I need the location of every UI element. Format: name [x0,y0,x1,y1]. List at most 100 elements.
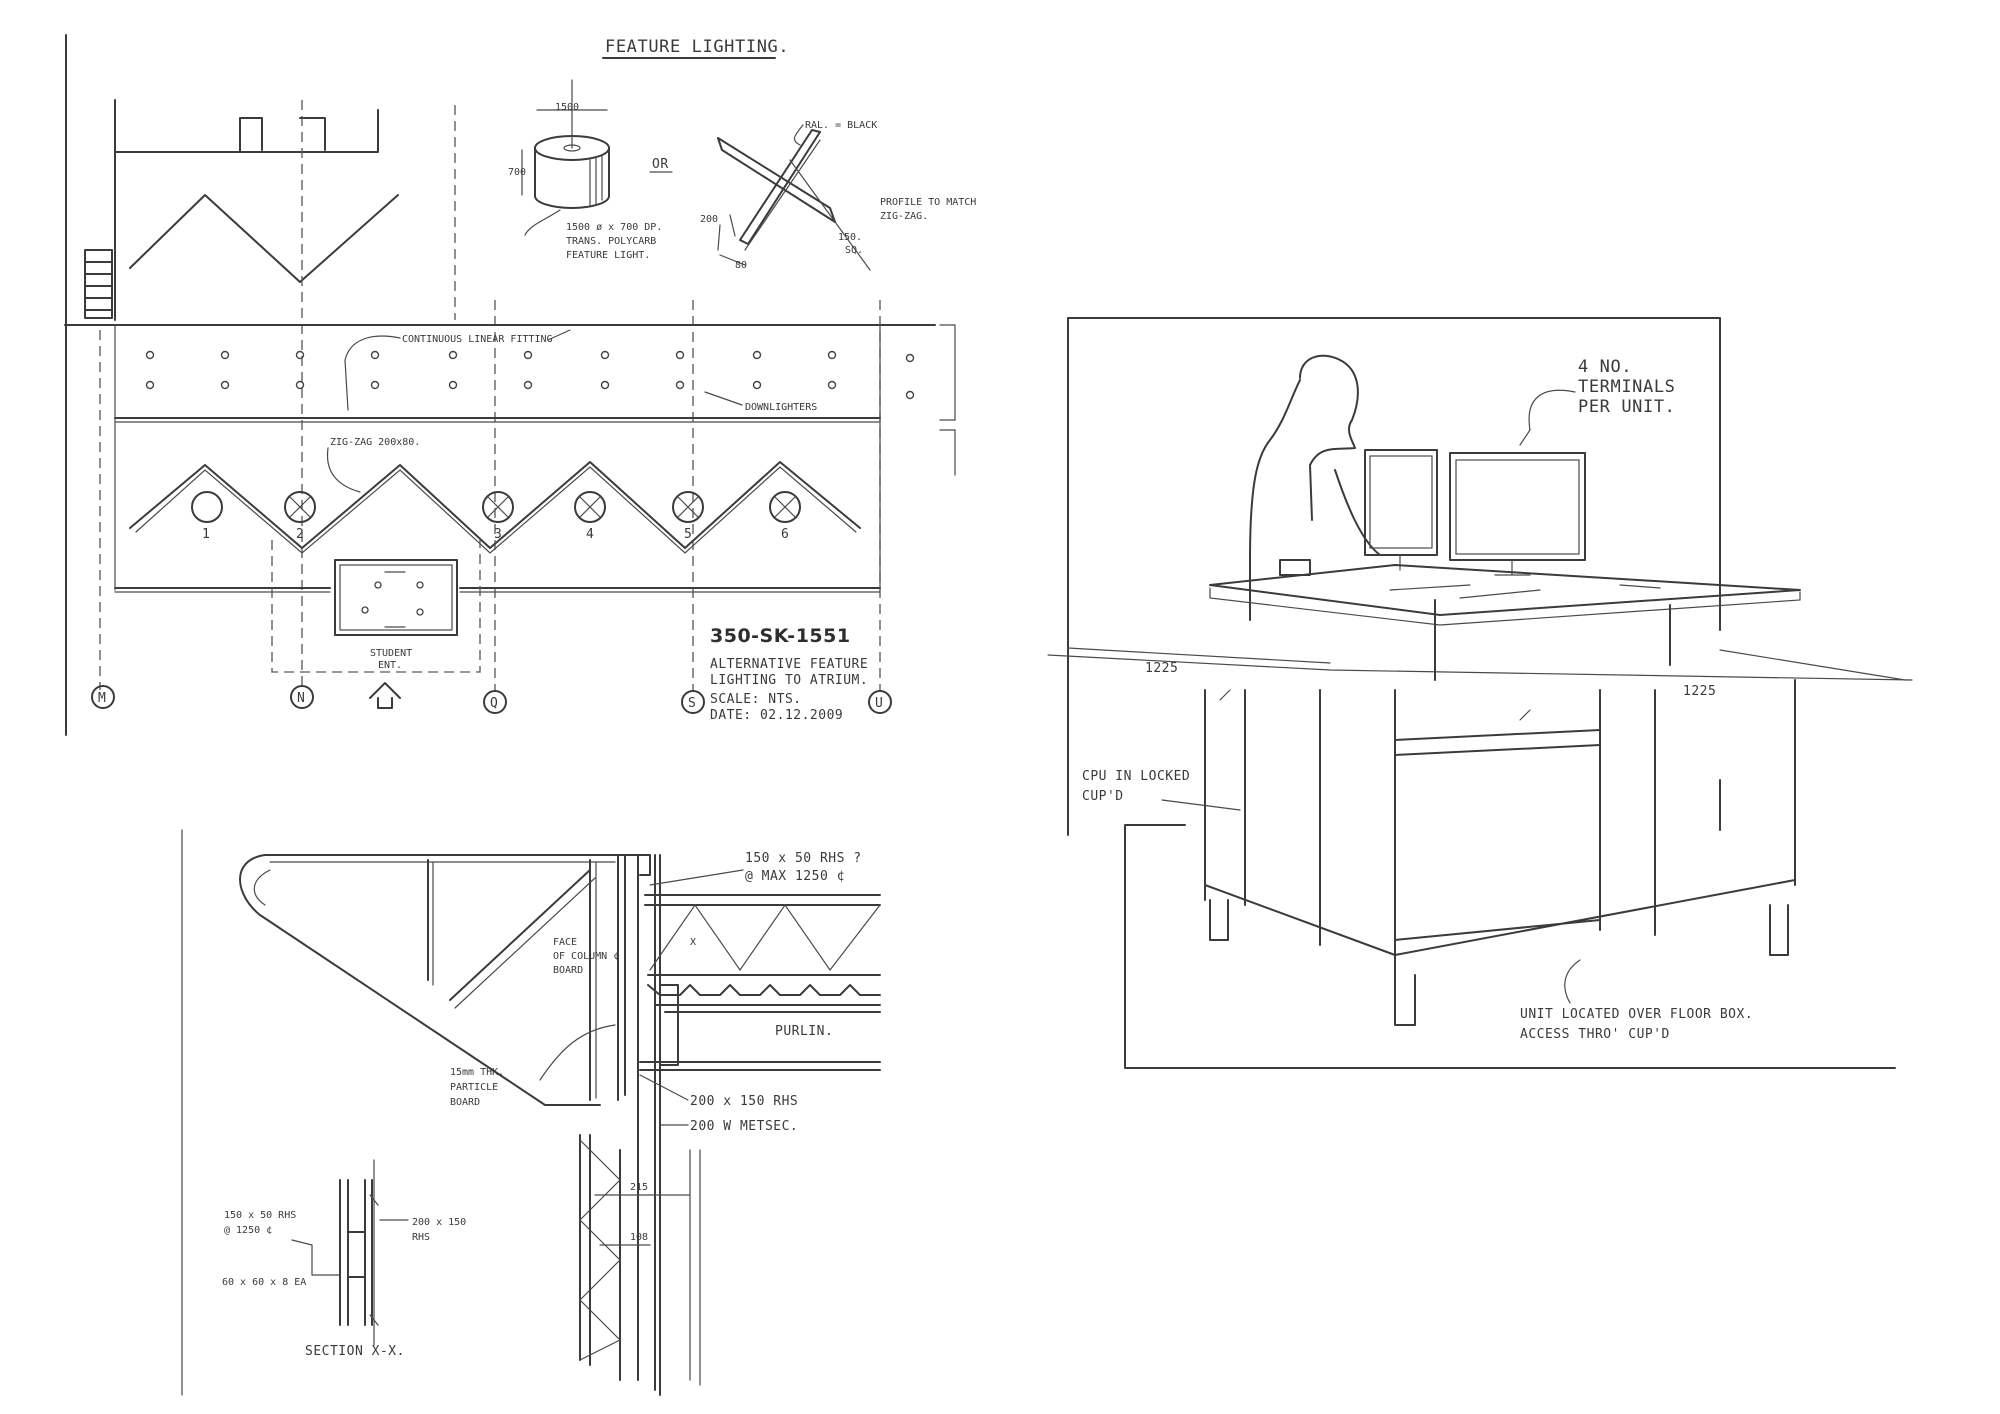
wall-lines [689,1149,701,1386]
section-xx-angle [347,1231,366,1278]
unit-note-1: UNIT LOCATED OVER FLOOR BOX. [1520,1007,1753,1022]
section-xx-leader-l [291,1239,341,1276]
downlighters-leader [704,391,743,406]
entry-arrows [384,571,406,628]
description-line-2: LIGHTING TO ATRIUM. [710,673,868,688]
particle-note-2: PARTICLE [450,1082,498,1093]
cylinder-note-1: 1500 ø x 700 DP. [566,222,662,233]
floor-frame [1124,824,1896,1069]
rhs-member [659,984,679,1066]
right-marks [939,324,956,476]
lower-zigzag-inner [135,466,857,554]
wall-frame [1067,317,1721,836]
terminals-leader [1519,389,1576,446]
entry-arrow-icon [369,682,401,709]
drawing-number: 350-SK-1551 [710,625,851,647]
light-number-1: 1 [202,527,210,542]
truss-members [427,859,591,1101]
entry-lobby [334,559,458,636]
cylinder-note-3: FEATURE LIGHT. [566,250,650,261]
terminals-note-1: 4 NO. [1578,357,1632,377]
column-lines [617,854,661,1396]
metsec-note: 200 W METSEC. [690,1119,798,1134]
roof-sheeting [647,974,881,996]
cabinet-feet [1209,899,1789,1026]
monitor-right-screen [1455,459,1580,555]
scale-label: SCALE: NTS. [710,692,802,707]
rhs-top-leader [649,869,744,886]
terminals-note-2: TERMINALS [1578,377,1676,397]
profile-note-2: ZIG-ZAG. [880,211,928,222]
unit-leader [1564,959,1581,1004]
grid-label-u: U [875,696,883,711]
light-number-3: 3 [494,527,502,542]
section-xx-centerline [369,1159,379,1346]
particle-leader [539,1024,616,1081]
light-number-2: 2 [296,527,304,542]
grid-label-s: S [688,696,696,711]
ral-label: RAL. = BLACK [805,120,877,131]
truss-members-inner [432,861,597,1099]
cylinder-leader [524,209,561,236]
rhs-top-note-1: 150 x 50 RHS ? [745,851,862,866]
cpu-note-1: CPU IN LOCKED [1082,769,1190,784]
roof-deck [644,894,881,906]
light-number-6: 6 [781,527,789,542]
section-xx-note-4: RHS [412,1232,430,1243]
purlin-label: PURLIN. [775,1024,833,1039]
lattice [579,1139,622,1361]
cylinder-dim-top: 1500 [555,102,579,113]
cylinder-note-2: TRANS. POLYCARB [566,236,656,247]
dim-108: 108 [630,1232,648,1243]
cross-dim-80: 80 [735,260,747,271]
section-xx-title: SECTION X-X. [305,1344,405,1359]
perspective-lines [1047,647,1913,681]
continuous-leader [344,335,401,411]
monitor-left [1364,449,1438,556]
canopy-outline [239,854,621,1106]
lower-zigzag [129,461,861,549]
zigzag-callout: ZIG-ZAG 200x80. [330,437,420,448]
dim-ticks [1219,689,1531,721]
cylinder-dim-side: 700 [508,167,526,178]
grid-label-n: N [297,691,305,706]
person-arm [1334,469,1381,556]
mug-icon [1279,559,1311,576]
dim-left: 1225 [1145,661,1178,676]
cross-profile-detail [717,129,871,271]
monitor-left-screen [1369,455,1433,549]
face-note-2: OF COLUMN ¢ [553,951,619,962]
rhs-top-note-2: @ MAX 1250 ¢ [745,869,845,884]
ceiling-line [654,1004,881,1013]
desk-top-edge [1209,587,1801,626]
profile-note-1: PROFILE TO MATCH [880,197,976,208]
grid-bubbles [91,685,892,714]
rhs-200-leader [639,1074,689,1101]
keyboards [1389,584,1661,599]
band-ends [114,324,881,591]
or-label: OR [652,157,669,172]
x-mark: X [690,937,696,948]
continuous-leader-2 [547,329,571,341]
monitor-right [1449,452,1586,561]
desk-top [1209,564,1801,616]
face-note-3: BOARD [553,965,583,976]
entry-dashed-zone [271,540,481,673]
face-note-1: FACE [553,937,577,948]
unit-note-2: ACCESS THRO' CUP'D [1520,1027,1670,1042]
light-number-5: 5 [684,527,692,542]
entry-dots [361,581,424,616]
dim-right: 1225 [1683,684,1716,699]
cpu-note-2: CUP'D [1082,789,1124,804]
dim-215: 215 [630,1182,648,1193]
feature-lighting-plan: FEATURE LIGHTING. [64,34,976,736]
date-label: DATE: 02.12.2009 [710,708,843,723]
terminals-note-3: PER UNIT. [1578,397,1676,417]
person-silhouette [1299,354,1359,521]
downlighters-callout: DOWNLIGHTERS [745,402,817,413]
light-number-4: 4 [586,527,594,542]
cabinet-verticals [1204,679,1796,976]
grid-label-q: Q [490,696,498,711]
section-xx-note-3: 200 x 150 [412,1217,466,1228]
canopy-inner [253,861,616,906]
